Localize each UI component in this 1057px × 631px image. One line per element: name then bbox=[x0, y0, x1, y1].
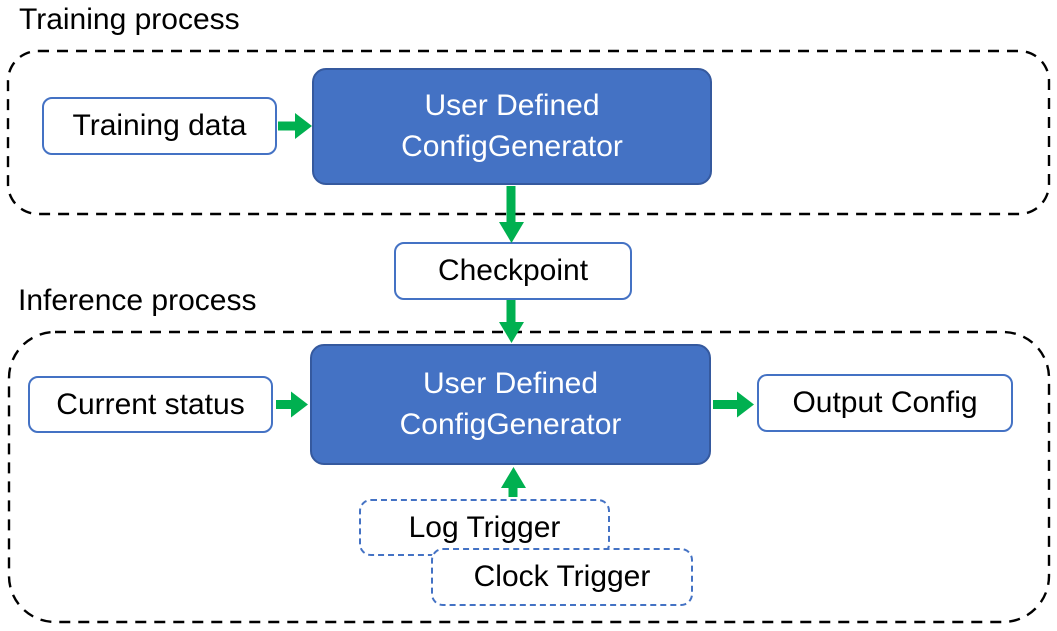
inference-process-label: Inference process bbox=[18, 284, 257, 317]
arrow-checkpoint-to-inference-generator bbox=[499, 300, 524, 343]
arrow-training-data-to-generator bbox=[278, 113, 312, 139]
checkpoint-box: Checkpoint bbox=[394, 242, 632, 300]
generator-label-line1: User Defined bbox=[424, 89, 600, 122]
training-config-generator-node: User Defined ConfigGenerator bbox=[312, 68, 712, 185]
clock-trigger-box: Clock Trigger bbox=[431, 548, 693, 606]
arrow-generator-to-output-config bbox=[713, 391, 754, 418]
generator-label-line2: ConfigGenerator bbox=[401, 129, 623, 163]
arrow-triggers-to-generator bbox=[501, 467, 526, 497]
training-process-label: Training process bbox=[19, 3, 240, 36]
generator-label-line2: ConfigGenerator bbox=[399, 407, 622, 441]
inference-config-generator-node: User Defined ConfigGenerator bbox=[310, 344, 711, 465]
generator-label-line1: User Defined bbox=[422, 367, 599, 400]
arrow-generator-to-checkpoint bbox=[499, 186, 524, 243]
training-data-box: Training data bbox=[42, 97, 277, 155]
current-status-box: Current status bbox=[28, 376, 273, 433]
output-config-box: Output Config bbox=[757, 374, 1013, 432]
arrow-current-status-to-generator bbox=[276, 391, 308, 418]
